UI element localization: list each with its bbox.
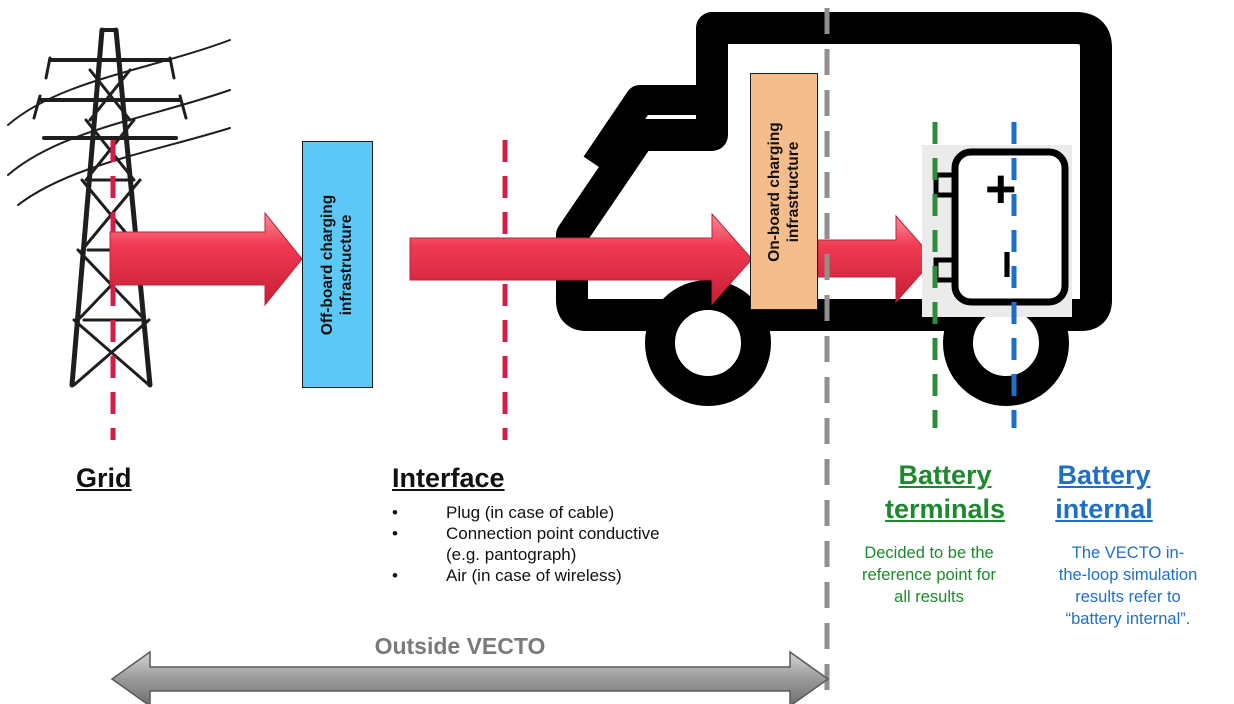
battery-terminals-note: Decided to be the reference point for al… — [862, 544, 996, 606]
onboard-to-battery-arrow — [817, 214, 935, 304]
battery-internal-note: The VECTO in- the-loop simulation result… — [1058, 544, 1198, 628]
list-item: Connection point conductive (e.g. pantog… — [392, 523, 812, 565]
list-item: Air (in case of wireless) — [392, 565, 812, 586]
interface-list: Plug (in case of cable) Connection point… — [392, 502, 812, 586]
offboard-to-onboard-arrow — [409, 212, 753, 306]
off-board-charging-label: Off-board charging infrastructure — [319, 194, 356, 335]
list-item: Plug (in case of cable) — [392, 502, 812, 523]
transmission-tower-icon — [7, 27, 231, 388]
battery-terminals-label: Battery terminals — [884, 460, 1006, 524]
grid-label: Grid — [76, 463, 132, 493]
battery-minus-symbol: I — [1002, 244, 1013, 285]
off-board-charging-box: Off-board charging infrastructure — [302, 141, 373, 388]
on-board-charging-label: On-board charging infrastructure — [766, 121, 802, 262]
interface-label: Interface — [392, 463, 505, 493]
battery-plus-symbol: + — [985, 159, 1017, 219]
outside-vecto-arrow — [110, 650, 830, 704]
grid-to-offboard-arrow — [109, 211, 303, 307]
battery-icon — [922, 145, 1072, 317]
on-board-charging-box: On-board charging infrastructure — [750, 73, 818, 310]
outside-vecto-label: Outside VECTO — [374, 633, 546, 659]
battery-internal-label: Battery internal — [1055, 460, 1153, 524]
